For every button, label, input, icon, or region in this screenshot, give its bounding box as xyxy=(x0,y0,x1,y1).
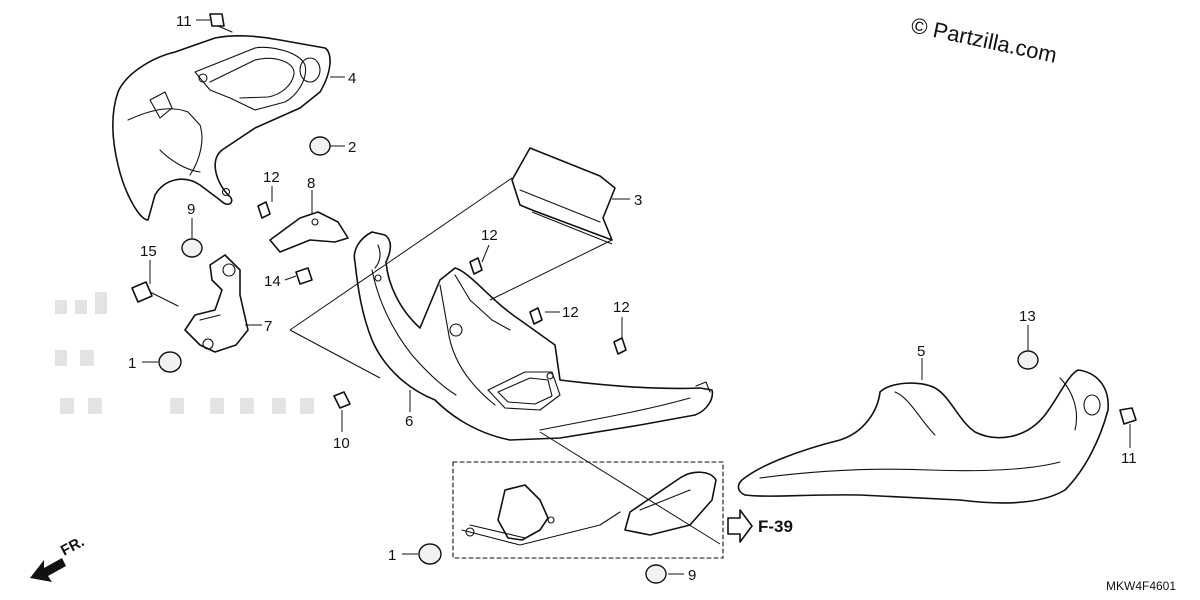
fasteners xyxy=(131,13,1137,584)
part-5-side-under-cover xyxy=(737,369,1109,504)
part-7-bracket xyxy=(184,254,249,353)
callout-1-bottom: 1 xyxy=(388,547,396,564)
page-reference-label[interactable]: F-39 xyxy=(758,517,793,536)
callout-2: 2 xyxy=(348,139,356,156)
callout-15: 15 xyxy=(140,243,157,260)
callout-11-right: 11 xyxy=(1121,450,1137,467)
ghost-background-pattern xyxy=(55,292,314,414)
part-3-heat-shield-plate xyxy=(511,147,616,245)
callout-8: 8 xyxy=(307,175,315,192)
front-direction-indicator: FR. xyxy=(30,533,87,582)
reference-arrow-icon xyxy=(727,509,753,543)
callout-9-bottom: 9 xyxy=(688,567,696,584)
callout-6: 6 xyxy=(405,413,413,430)
callout-9-top: 9 xyxy=(187,201,195,218)
stay-detail-box xyxy=(452,461,724,559)
diagram-code: MKW4F4601 xyxy=(1106,579,1176,593)
page-reference[interactable]: F-39 xyxy=(727,509,793,543)
front-arrow-icon xyxy=(30,558,66,582)
callout-12-d: 12 xyxy=(613,299,630,316)
callout-5: 5 xyxy=(917,343,925,360)
callout-12-b: 12 xyxy=(481,227,498,244)
callout-4: 4 xyxy=(348,70,356,87)
callout-labels: 11 4 2 3 12 8 9 15 14 7 1 10 6 12 12 12 … xyxy=(128,13,1137,584)
callout-12-a: 12 xyxy=(263,169,280,186)
callout-12-c: 12 xyxy=(562,304,579,321)
callout-11-top: 11 xyxy=(176,13,192,30)
part-8-bracket xyxy=(269,211,349,253)
watermark-text: © Partzilla.com xyxy=(909,12,1059,67)
callout-3: 3 xyxy=(634,192,642,209)
callout-13: 13 xyxy=(1019,308,1036,325)
callout-7: 7 xyxy=(264,318,272,335)
front-direction-label: FR. xyxy=(58,533,87,559)
callout-14: 14 xyxy=(264,273,281,290)
part-4-upper-inner-cover xyxy=(111,35,331,221)
callout-leaders xyxy=(142,19,1131,575)
callout-1-left: 1 xyxy=(128,355,136,372)
part-6-lower-cowl xyxy=(353,231,714,441)
callout-10: 10 xyxy=(333,435,350,452)
assembly-lines xyxy=(289,177,721,545)
